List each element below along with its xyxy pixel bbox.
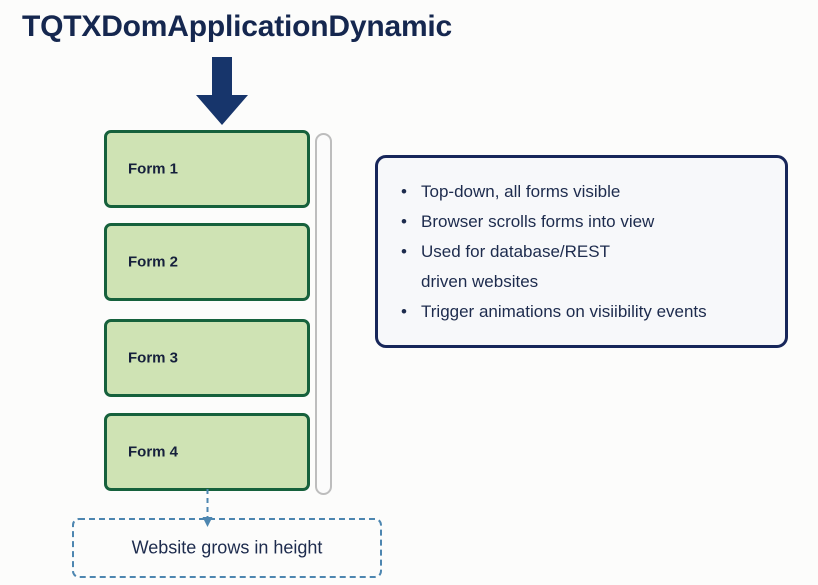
growth-note-label: Website grows in height (131, 537, 323, 558)
list-item: Top-down, all forms visible (398, 177, 778, 207)
form-label: Form 2 (128, 253, 179, 271)
form-label: Form 1 (128, 160, 179, 178)
form-box[interactable]: Form 2 (104, 223, 310, 301)
page-title: TQTXDomApplicationDynamic (22, 10, 453, 43)
form-box[interactable]: Form 3 (104, 319, 310, 397)
bullet-panel: Top-down, all forms visible Browser scro… (375, 155, 788, 348)
form-label: Form 4 (128, 443, 179, 461)
down-arrow-icon (192, 57, 252, 125)
bullet-list: Top-down, all forms visible Browser scro… (398, 177, 778, 327)
list-item: Browser scrolls forms into view (398, 207, 778, 237)
form-box[interactable]: Form 1 (104, 130, 310, 208)
growth-note-box: Website grows in height (72, 518, 382, 578)
vertical-scrollbar[interactable] (315, 133, 332, 495)
form-label: Form 3 (128, 349, 179, 367)
list-item: Trigger animations on visiibility events (398, 297, 778, 327)
list-item: Used for database/REST driven websites (398, 237, 778, 297)
form-box[interactable]: Form 4 (104, 413, 310, 491)
